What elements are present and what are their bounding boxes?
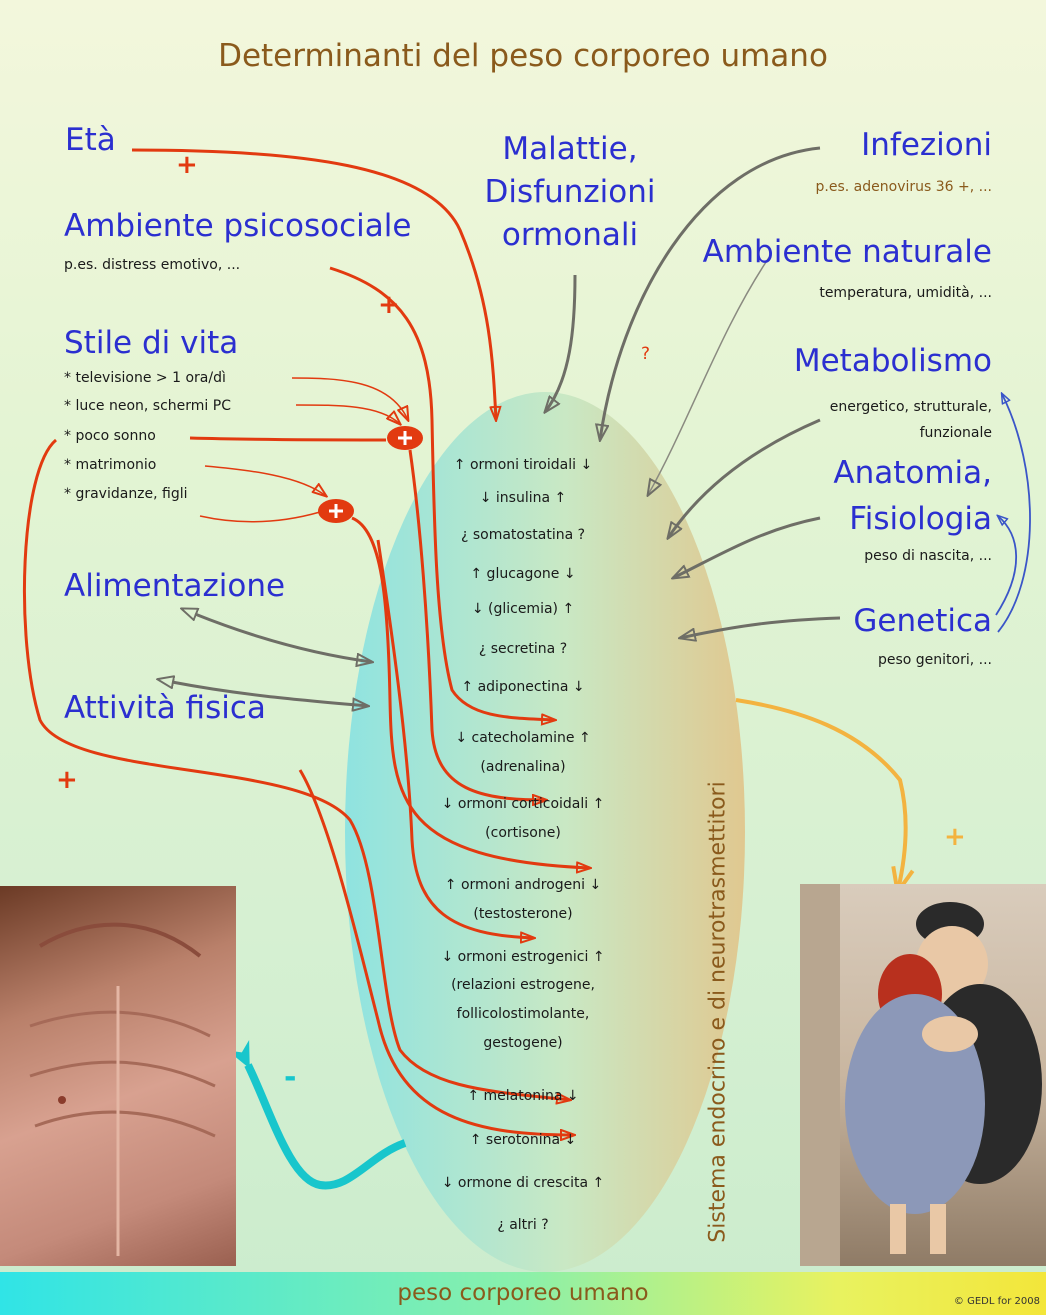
page-title: Determinanti del peso corporeo umano [0, 38, 1046, 74]
hormone-item: ↓ insulina ↑ [405, 489, 641, 508]
hormone-item: ↑ ormoni tiroidali ↓ [405, 456, 641, 475]
hormone-item: ↓ ormone di crescita ↑ [405, 1174, 641, 1193]
hormone-item: ¿ altri ? [405, 1216, 641, 1235]
factor-ambiente-naturale: Ambiente naturale [640, 234, 992, 270]
hormone-item: gestogene) [405, 1034, 641, 1053]
hormone-item: follicolostimolante, [405, 1005, 641, 1024]
factor-alimentazione: Alimentazione [64, 568, 285, 604]
hormone-item: (cortisone) [405, 824, 641, 843]
system-label: Sistema endocrino e di neurotrasmettitor… [706, 781, 731, 1242]
footer-label: peso corporeo umano [0, 1280, 1046, 1306]
hormone-item: ↑ adiponectina ↓ [405, 678, 641, 697]
plus-sign-eta: + [176, 150, 198, 180]
plus-sign-psicosociale: + [378, 290, 400, 320]
blue-arrows [996, 394, 1030, 632]
minus-sign-cyan: - [284, 1060, 296, 1095]
factor-ambiente-naturale-sub: temperatura, umidità, ... [700, 285, 992, 301]
metabolismo-sub-line: energetico, strutturale, [700, 394, 992, 420]
hormone-item: (adrenalina) [405, 758, 641, 777]
hormone-item: ↑ glucagone ↓ [405, 565, 641, 584]
factor-genetica: Genetica [700, 603, 992, 639]
factor-infezioni: Infezioni [700, 127, 992, 163]
factor-stile-di-vita: Stile di vita [64, 325, 238, 361]
hormone-item: ↓ (glicemia) ↑ [405, 600, 641, 619]
factor-eta: Età [65, 122, 116, 158]
hormone-item: ¿ secretina ? [405, 640, 641, 659]
hormone-item: ↑ ormoni androgeni ↓ [405, 876, 641, 895]
plus-sign-orange: + [944, 822, 966, 852]
factor-metabolismo-sub: energetico, strutturale, funzionale [700, 394, 992, 446]
hormone-item: ↑ melatonina ↓ [405, 1087, 641, 1106]
hormone-item: ↓ ormoni corticoidali ↑ [405, 795, 641, 814]
question-sign: ? [641, 344, 650, 364]
factor-metabolismo: Metabolismo [700, 343, 992, 379]
factor-genetica-sub: peso genitori, ... [700, 652, 992, 668]
stile-item: * gravidanze, figli [64, 486, 188, 502]
footer-credit: © GEDL for 2008 [900, 1296, 1040, 1307]
factor-ambiente-psicosociale-sub: p.es. distress emotivo, ... [64, 257, 240, 273]
hormone-item: (testosterone) [405, 905, 641, 924]
metabolismo-sub-line: funzionale [700, 420, 992, 446]
factor-infezioni-sub: p.es. adenovirus 36 +, ... [700, 179, 992, 195]
dancing-couple-painting [800, 884, 1046, 1266]
stile-item: * luce neon, schermi PC [64, 398, 231, 414]
stile-item: * televisione > 1 ora/dì [64, 370, 226, 386]
factor-anatomia-sub: peso di nascita, ... [700, 548, 992, 564]
hormone-item: (relazioni estrogene, [405, 976, 641, 995]
malattie-line: Malattie, [455, 128, 685, 171]
factor-attivita-fisica: Attività fisica [64, 690, 266, 726]
hormone-item: ↓ catecholamine ↑ [405, 729, 641, 748]
orange-arrow [736, 700, 906, 890]
plus-sign-sonno: + [56, 765, 78, 795]
hormone-item: ¿ somatostatina ? [405, 526, 641, 545]
factor-anatomia: Anatomia, Fisiologia [700, 450, 992, 542]
stile-item: * matrimonio [64, 457, 156, 473]
hormone-item: ↓ ormoni estrogenici ↑ [405, 948, 641, 967]
stile-item: * poco sonno [64, 428, 156, 444]
anatomia-line: Anatomia, [700, 450, 992, 496]
malattie-line: Disfunzioni [455, 171, 685, 214]
thin-body-photo [0, 886, 236, 1266]
factor-ambiente-psicosociale: Ambiente psicosociale [64, 208, 411, 244]
hormone-item: ↑ serotonina ↓ [405, 1131, 641, 1150]
anatomia-line: Fisiologia [700, 496, 992, 542]
